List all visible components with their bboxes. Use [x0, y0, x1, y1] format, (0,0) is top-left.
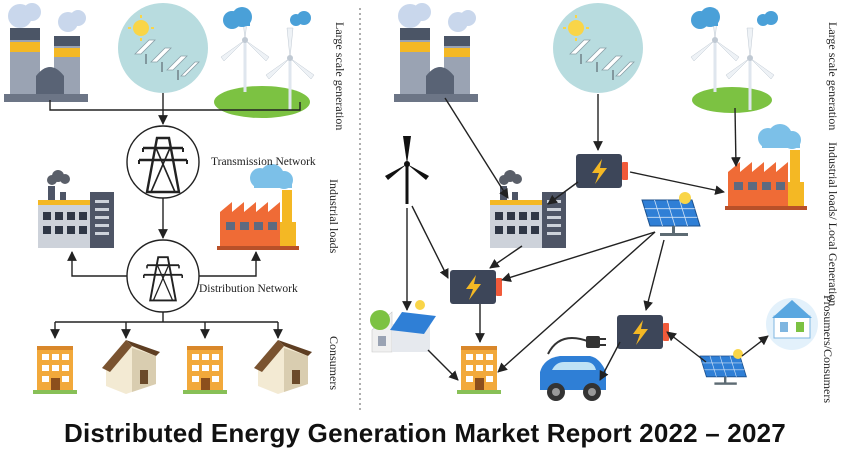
- solar-farm-icon: [117, 2, 209, 94]
- distribution-network-label: Distribution Network: [199, 283, 298, 295]
- battery-icon: [450, 270, 502, 304]
- apartment-icon: [33, 346, 77, 394]
- left-consumers-label: Consumers: [327, 336, 341, 390]
- solar-panel-icon: [641, 199, 701, 237]
- battery-icon: [576, 154, 628, 188]
- factory-icon: [38, 170, 114, 248]
- report-title: Distributed Energy Generation Market Rep…: [64, 418, 786, 448]
- apartment-icon: [183, 346, 227, 394]
- power-plant-icon: [394, 3, 478, 102]
- solar-farm-icon: [552, 2, 644, 94]
- power-plant-icon: [4, 3, 88, 102]
- house-icon: [102, 340, 160, 394]
- factory-icon: [725, 124, 807, 210]
- battery-icon: [617, 315, 669, 349]
- transmission-network-label: Transmission Network: [211, 156, 316, 168]
- house-icon: [370, 300, 436, 353]
- right-large-scale-label: Large scale generation: [826, 22, 840, 131]
- right-prosumers-label: Prosumers/Consumers: [821, 295, 835, 403]
- right-industrial-local-label: Industrial loads/ Local Generation: [826, 142, 840, 307]
- left-panel: [4, 2, 316, 394]
- solar-panel-icon: [699, 355, 747, 386]
- right-panel: [370, 2, 818, 401]
- house-icon: [254, 340, 312, 394]
- factory-icon: [217, 164, 299, 250]
- electric-car-icon: [540, 336, 606, 401]
- factory-icon: [490, 170, 566, 248]
- wind-farm-icon: [689, 7, 778, 113]
- left-industrial-loads-label: Industrial loads: [327, 178, 341, 254]
- smart-home-icon: [766, 298, 818, 350]
- apartment-icon: [457, 346, 501, 394]
- wind-farm-icon: [214, 7, 316, 118]
- wind-turbine-icon: [385, 136, 429, 204]
- left-large-scale-label: Large scale generation: [333, 22, 347, 131]
